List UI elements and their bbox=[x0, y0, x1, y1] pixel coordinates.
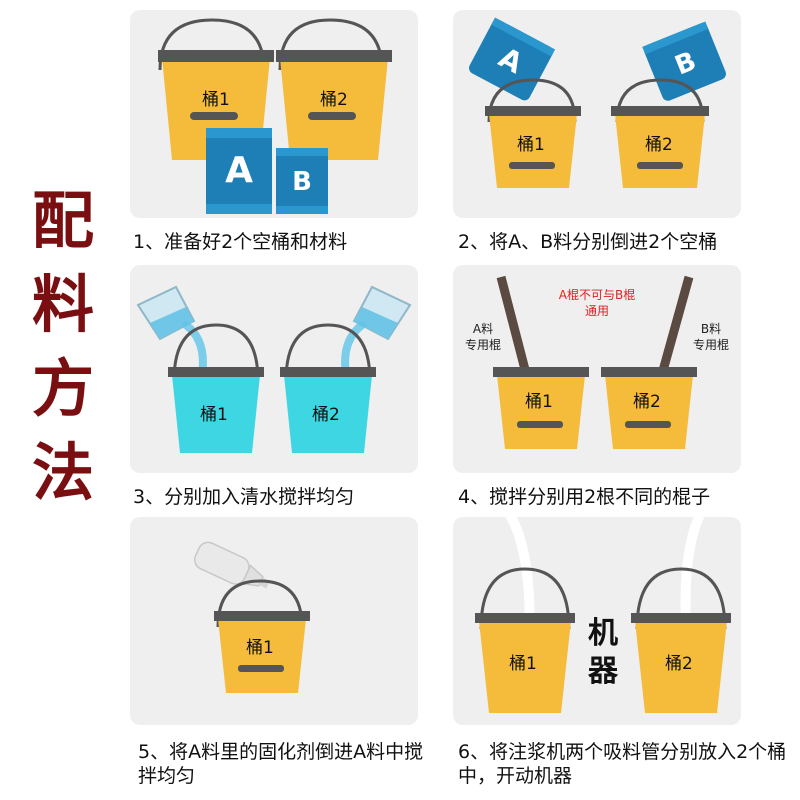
bucket-1: 桶1 bbox=[493, 367, 589, 449]
bucket-1-label: 桶1 bbox=[202, 90, 230, 110]
bucket-1-label: 桶1 bbox=[200, 405, 228, 425]
step-2-illustration: A B 桶1 桶2 bbox=[469, 17, 726, 188]
bucket-2: 桶2 bbox=[611, 78, 709, 188]
bucket-1: 桶1 bbox=[214, 579, 310, 693]
note-right-line-2: 专用棍 bbox=[693, 337, 729, 352]
title-char-4: 法 bbox=[31, 436, 94, 509]
pack-a-icon: A bbox=[469, 17, 556, 101]
pack-b-letter: B bbox=[292, 167, 312, 197]
title-char-1: 配 bbox=[31, 184, 94, 257]
bucket-2: 桶2 bbox=[280, 323, 376, 453]
step-3-illustration: 桶1 桶2 bbox=[136, 285, 412, 453]
step-4-illustration: A棍不可与B棍 通用 A料 专用棍 B料 专用棍 桶1 桶2 bbox=[465, 275, 729, 449]
note-left-line-2: 专用棍 bbox=[465, 337, 501, 352]
step-6-caption: 6、将注浆机两个吸料管分别放入2个桶中，开动机器 bbox=[458, 741, 787, 787]
bucket-1: 桶1 bbox=[475, 567, 575, 713]
step-4-panel: A棍不可与B棍 通用 A料 专用棍 B料 专用棍 桶1 桶2 bbox=[453, 265, 741, 473]
title-char-2: 料 bbox=[31, 268, 94, 341]
bucket-1-label: 桶1 bbox=[525, 392, 553, 412]
step-4-caption: 4、搅拌分别用2根不同的棍子 bbox=[458, 486, 711, 508]
beaker-left-icon bbox=[136, 285, 196, 341]
step-1-caption: 1、准备好2个空桶和材料 bbox=[133, 231, 348, 253]
bucket-2: 桶2 bbox=[276, 18, 392, 160]
step-2-caption: 2、将A、B料分别倒进2个空桶 bbox=[458, 231, 718, 253]
note-center-line-1: A棍不可与B棍 bbox=[559, 288, 635, 302]
bucket-2-label: 桶2 bbox=[312, 405, 340, 425]
step-5-panel: 桶1 bbox=[130, 517, 418, 725]
note-left-line-1: A料 bbox=[473, 322, 493, 336]
bucket-1: 桶1 bbox=[168, 323, 264, 453]
bucket-1-label: 桶1 bbox=[509, 654, 537, 674]
bucket-1-label: 桶1 bbox=[517, 135, 545, 155]
step-6-panel: 桶1 桶2 机 器 bbox=[453, 517, 741, 725]
step-1-panel: 桶1 桶2 A B bbox=[130, 10, 418, 218]
step-5-caption: 5、将A料里的固化剂倒进A料中搅拌均匀 bbox=[138, 741, 424, 787]
pack-b-icon: B bbox=[642, 21, 726, 101]
bucket-1: 桶1 bbox=[485, 78, 581, 188]
step-3-caption: 3、分别加入清水搅拌均匀 bbox=[133, 486, 355, 508]
pack-b-icon: B bbox=[276, 148, 328, 214]
title-char-3: 方 bbox=[31, 352, 94, 425]
machine-char-1: 机 bbox=[588, 616, 618, 651]
step-5-illustration: 桶1 bbox=[193, 541, 310, 693]
step-2-panel: A B 桶1 桶2 bbox=[453, 10, 741, 218]
pack-a-letter: A bbox=[225, 150, 253, 191]
step-1-illustration: 桶1 桶2 A B bbox=[158, 18, 392, 214]
page-title: 配 料 方 法 bbox=[18, 190, 108, 526]
bucket-2: 桶2 bbox=[601, 367, 697, 449]
pack-a-icon: A bbox=[206, 128, 272, 214]
bucket-2-label: 桶2 bbox=[320, 90, 348, 110]
step-6-illustration: 桶1 桶2 机 器 bbox=[475, 517, 731, 713]
bucket-2-label: 桶2 bbox=[665, 654, 693, 674]
bucket-2: 桶2 bbox=[631, 567, 731, 713]
bucket-2-label: 桶2 bbox=[633, 392, 661, 412]
machine-char-2: 器 bbox=[587, 654, 619, 689]
note-right-line-1: B料 bbox=[701, 322, 721, 336]
bucket-1-label: 桶1 bbox=[246, 638, 274, 658]
step-3-panel: 桶1 桶2 bbox=[130, 265, 418, 473]
note-center-line-2: 通用 bbox=[585, 304, 609, 318]
beaker-right-icon bbox=[352, 285, 412, 341]
bucket-2-label: 桶2 bbox=[645, 135, 673, 155]
